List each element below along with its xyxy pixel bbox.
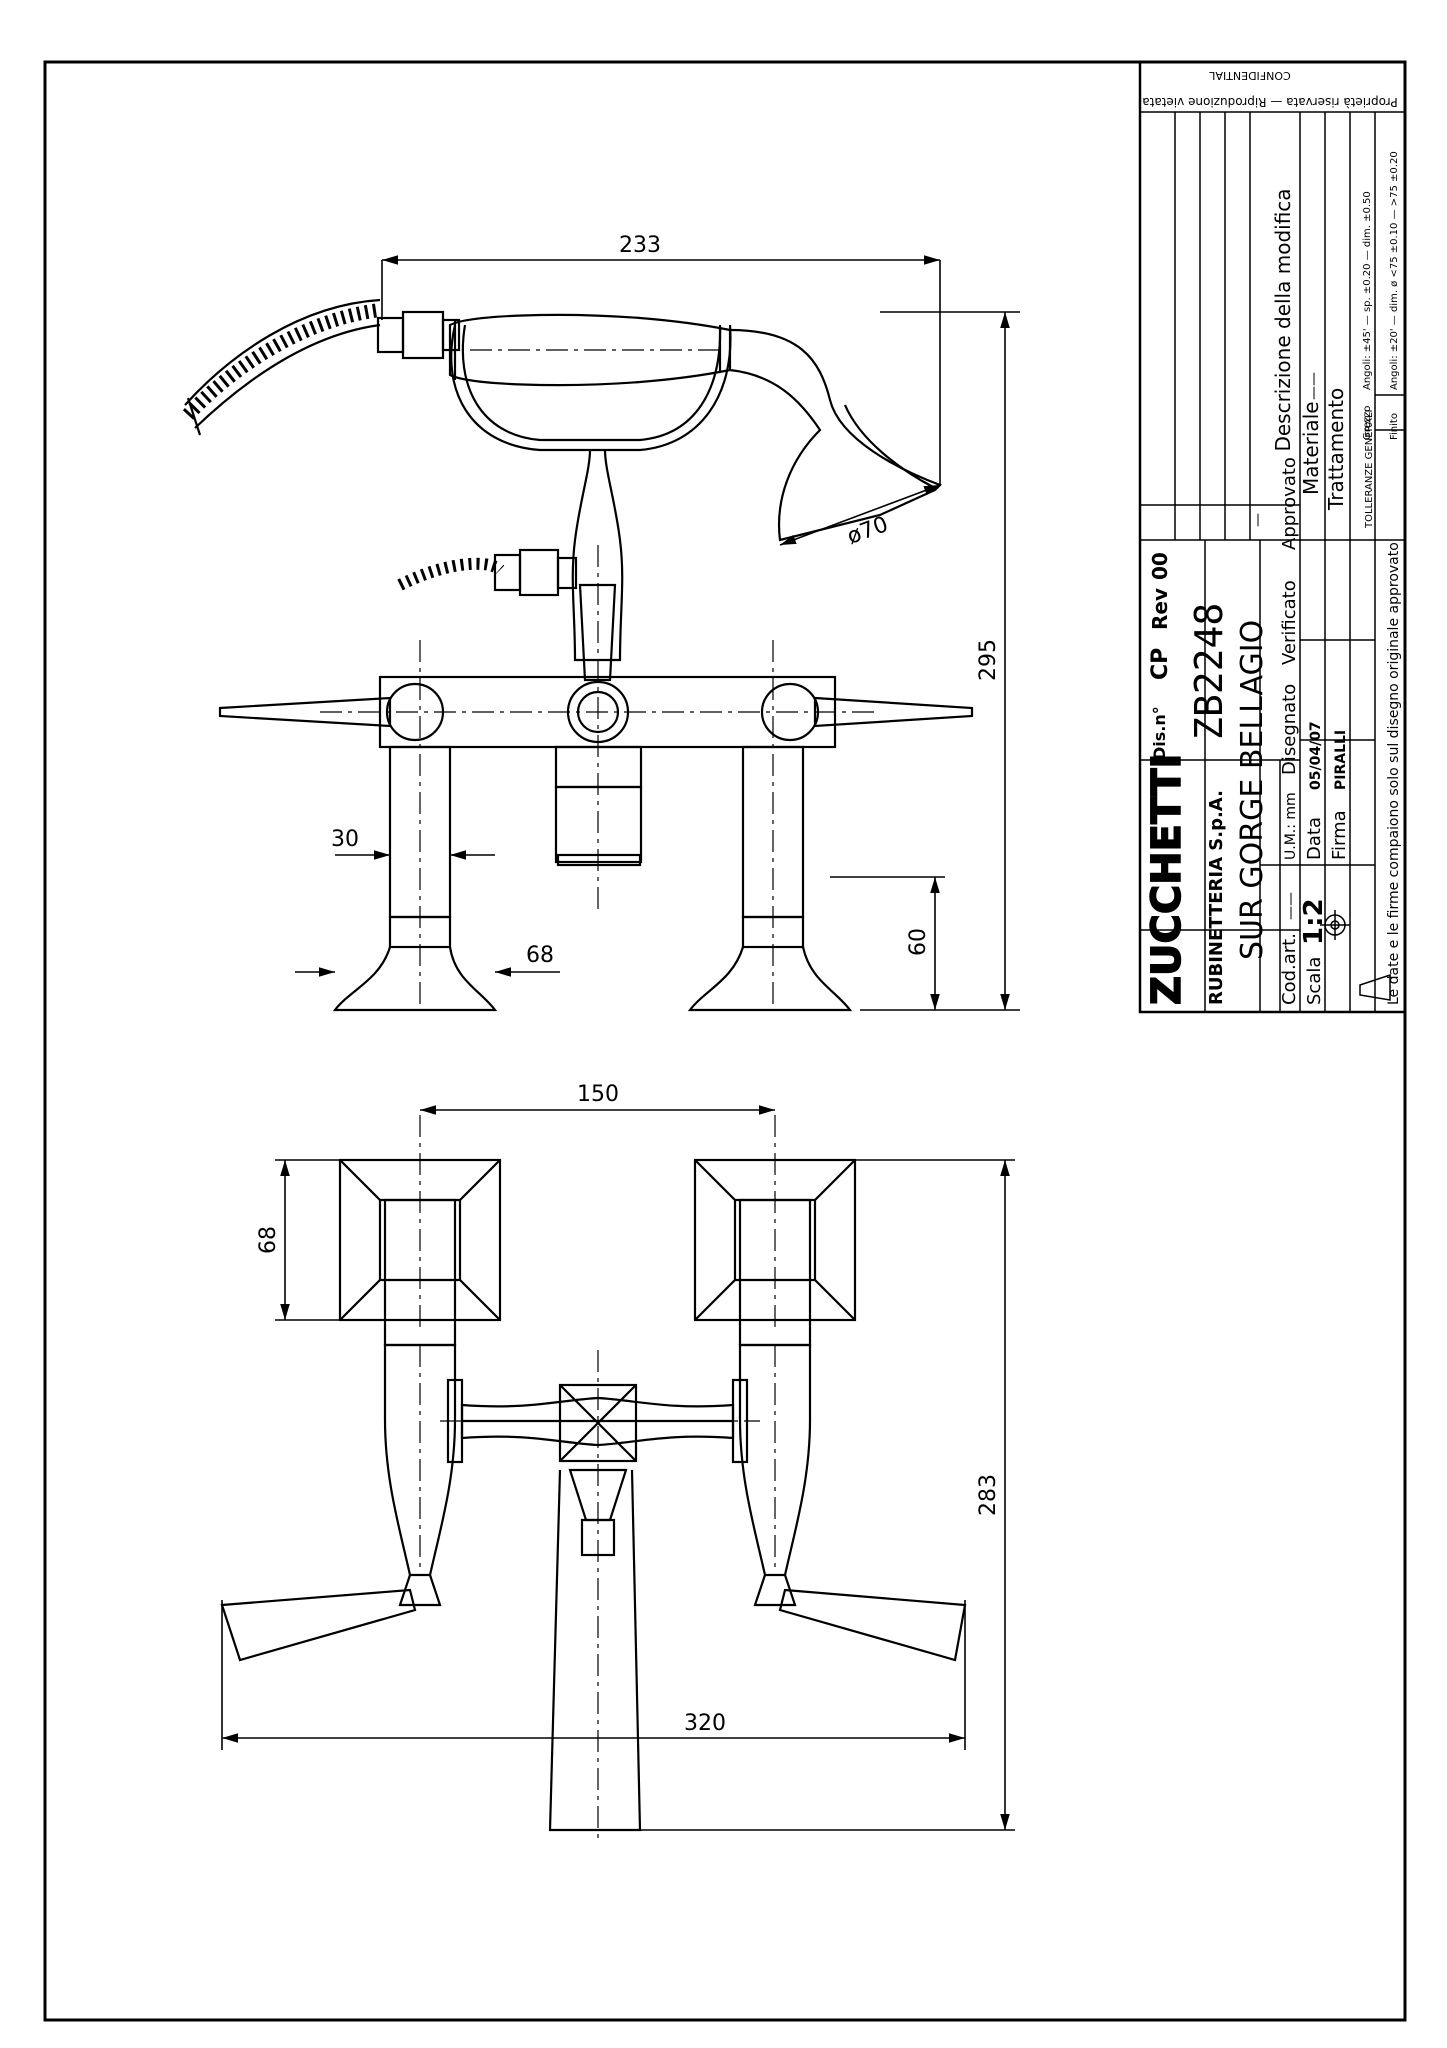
dim-68-top: 68 (526, 943, 554, 968)
data-label: Data (1304, 817, 1325, 860)
finito-text: Angoli: ±20' — dim. ø <75 ±0.10 — >75 ±0… (1389, 151, 1400, 390)
rights-label: Proprietà riservata — Riproduzione vieta… (1142, 95, 1397, 109)
central-valve (558, 1383, 638, 1463)
dim-283: 283 (976, 1474, 1001, 1516)
lever-plan-left (220, 1588, 417, 1662)
rev-value: 00 (1148, 552, 1172, 580)
spout-plan (548, 1469, 642, 1832)
company-logo: ZUCCHETTI (1144, 754, 1190, 1005)
um-label: U.M.: mm (1283, 792, 1299, 860)
dim-68-plan: 68 (256, 1226, 281, 1254)
projection-symbol-icon (1320, 910, 1391, 1001)
dis-label: Dis.n° (1150, 706, 1169, 760)
disegnato-label: Disegnato (1279, 684, 1300, 775)
grezzo-text: Angoli: ±45' — sp. ±0.20 — dim. ±0.50 (1362, 191, 1373, 390)
centerlines-plan (419, 1115, 776, 1840)
scala-value: 1:2 (1299, 898, 1329, 945)
mod-dash: — (1250, 513, 1266, 527)
cod-art-label: Cod.art. (1279, 933, 1300, 1005)
trattamento-label: Trattamento (1324, 388, 1348, 511)
tolleranze-label: TOLLERANZE GENERALI (1364, 410, 1375, 529)
company-name: RUBINETTERIA S.p.A. (1206, 790, 1227, 1005)
sheet-border (43, 60, 1407, 2022)
dim-30: 30 (331, 827, 359, 852)
materiale-value: —— (1306, 372, 1322, 400)
dim-150: 150 (577, 1082, 619, 1107)
centerlines-front (320, 349, 880, 1005)
hose-upper (182, 298, 381, 436)
grezzo-label: Grezzo (1362, 406, 1373, 440)
approvato-label: Approvato (1279, 457, 1300, 550)
shower-head (729, 328, 942, 542)
confidential-label: CONFIDENTIAL (1208, 69, 1290, 82)
dim-320: 320 (684, 1711, 726, 1736)
verificato-label: Verificato (1279, 580, 1300, 665)
shower-cradle (450, 324, 732, 452)
data-value: 05/04/07 (1308, 721, 1324, 790)
cod-art-value: —— (1283, 892, 1299, 920)
dim-233: 233 (619, 233, 661, 258)
dimensions-front (295, 255, 1020, 1011)
front-elevation-view (182, 298, 974, 1012)
lever-plan-right (778, 1588, 967, 1662)
rev-label: Rev (1148, 588, 1172, 630)
materiale-label: Materiale (1299, 401, 1323, 495)
firma-label: Firma (1329, 810, 1350, 860)
finito-label: Finito (1389, 413, 1400, 440)
plan-view (220, 1158, 967, 1832)
lever-right (813, 696, 974, 728)
modification-header: Descrizione della modifica (1271, 188, 1295, 451)
dimensions-plan (221, 1105, 1015, 1831)
firma-value: PIRALLI (1333, 730, 1349, 790)
footer-note: Le date e le firme compaiono solo sul di… (1386, 542, 1402, 1005)
dis-value: CP (1148, 648, 1173, 680)
drawing-number: ZB2248 (1187, 603, 1231, 740)
dim-295: 295 (976, 639, 1001, 681)
scala-label: Scala (1304, 957, 1325, 1005)
lever-left (218, 696, 392, 728)
dim-60: 60 (906, 928, 931, 956)
title-block: CONFIDENTIAL Proprietà riservata — Ripro… (1138, 60, 1407, 1014)
product-name: SUR GORGE BELLAGIO (1235, 620, 1270, 960)
